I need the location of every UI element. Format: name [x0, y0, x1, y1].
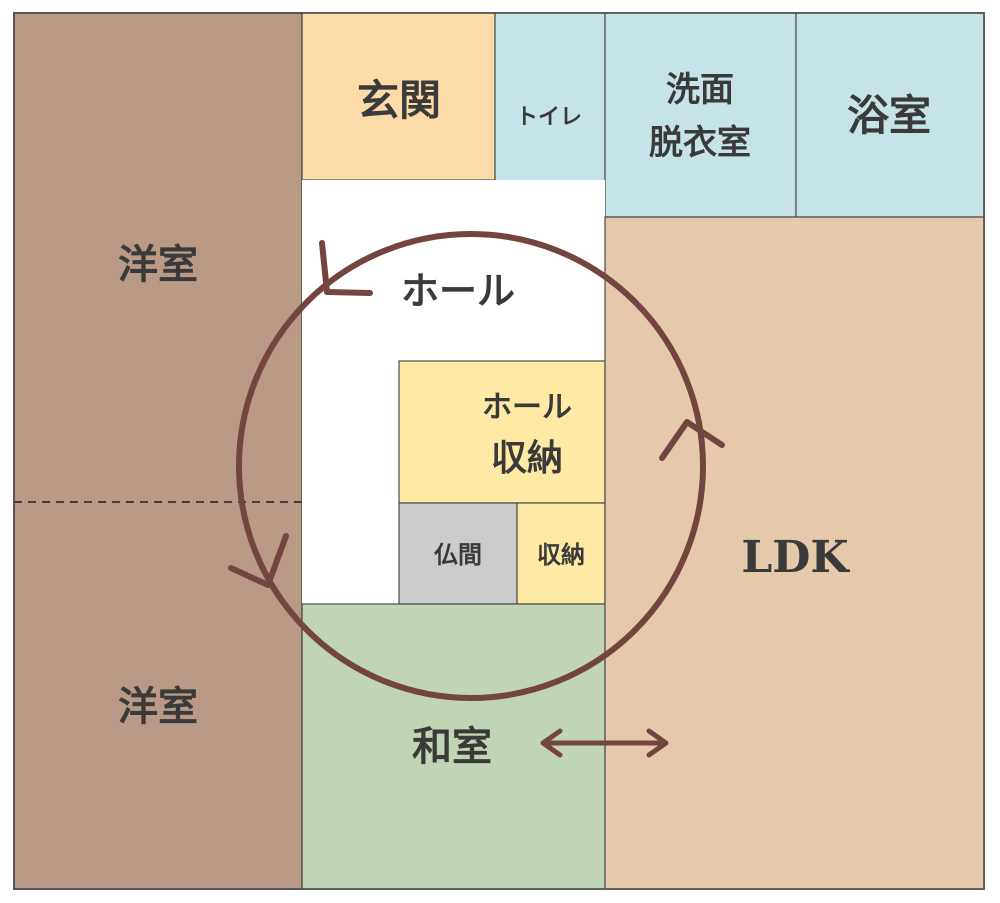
washroom-label-line1: 洗面 — [666, 70, 734, 110]
altar-room — [398, 502, 518, 605]
altar-room-label: 仏間 — [434, 540, 482, 569]
double-arrow-right-head-icon — [646, 728, 669, 758]
bathroom-label: 浴室 — [847, 91, 931, 140]
washroom-label-line2: 脱衣室 — [649, 123, 751, 163]
ldk-label: LDK — [741, 532, 850, 583]
hall-storage-label-line1: ホール — [482, 390, 572, 425]
entrance-label: 玄関 — [357, 76, 441, 125]
storage-room — [516, 502, 606, 605]
japanese-room — [301, 603, 606, 890]
western-room-upper-label: 洋室 — [118, 241, 198, 288]
house-outline-border — [13, 12, 985, 890]
circulation-arrow-lower-left-icon — [228, 533, 289, 588]
toilet-label: トイレ — [516, 104, 582, 130]
circulation-loop — [236, 231, 706, 701]
double-arrow-left-head-icon — [540, 728, 563, 758]
washroom-room — [604, 12, 797, 218]
circulation-arrow-right-icon — [659, 419, 725, 461]
western-room-lower-label: 洋室 — [118, 683, 198, 730]
japanese-room-label: 和室 — [412, 723, 492, 770]
circulation-arrow-top-left-icon — [319, 240, 373, 296]
hall-storage-label-line2: 収納 — [491, 437, 563, 479]
western-room-area — [13, 12, 303, 890]
hall-storage-room — [398, 360, 606, 504]
storage-label: 収納 — [537, 540, 585, 569]
entrance-room — [301, 12, 496, 181]
hall-label: ホール — [401, 268, 515, 313]
